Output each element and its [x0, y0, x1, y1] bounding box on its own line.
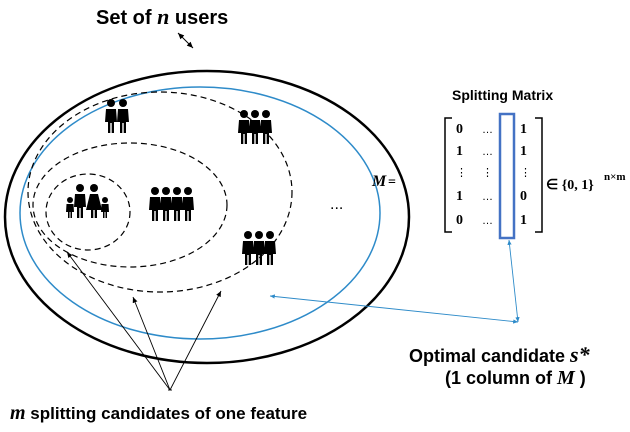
matrix-title: Splitting Matrix: [452, 87, 554, 103]
title-prefix: Set of: [96, 7, 158, 29]
matrix-cell-r2-c1: 1: [456, 144, 463, 159]
matrix-superscript: n×m: [604, 171, 626, 183]
matrix-cell-r4-c2: …: [482, 191, 493, 203]
matrix-cell-r3-c3: ⋮: [520, 167, 531, 179]
matrix-cell-r4-c3: 0: [520, 189, 527, 204]
group-of-four-icon: [149, 187, 194, 221]
optimal-variable: s*: [570, 342, 590, 367]
matrix-cell-r4-c1: 1: [456, 189, 463, 204]
couple-icon: [105, 99, 129, 133]
optimal-label-text: Optimal candidate: [409, 346, 571, 366]
optimal-arrows: [269, 239, 520, 324]
group-of-three-icon: [242, 231, 276, 265]
candidates-variable: m: [10, 402, 26, 424]
title-variable: n: [157, 4, 170, 29]
candidate-ellipse-small: [45, 173, 131, 251]
title-pointer-arrow: [177, 32, 194, 49]
candidate-arrows: [66, 251, 222, 391]
optimal-sublabel-suffix: ): [574, 368, 586, 388]
candidates-label: m splitting candidates of one feature: [10, 402, 307, 425]
title-suffix: users: [169, 7, 229, 29]
user-set-ellipse: [3, 69, 411, 365]
optimal-candidate-sublabel: (1 column of M ): [445, 367, 586, 390]
matrix-equals: =: [388, 175, 396, 190]
optimal-column-highlight: [498, 112, 516, 240]
more-groups-ellipsis: ...: [330, 196, 344, 213]
diagram-title: Set of n users: [96, 4, 228, 30]
matrix-cell-r2-c2: …: [482, 146, 493, 158]
candidates-text: splitting candidates of one feature: [25, 404, 308, 423]
matrix-cell-r5-c3: 1: [520, 213, 527, 228]
optimal-sublabel-prefix: (1 column of: [445, 368, 557, 388]
matrix-cell-r3-c1: ⋮: [456, 167, 467, 179]
matrix-cell-r1-c1: 0: [456, 122, 463, 137]
matrix-cell-r1-c2: …: [482, 124, 493, 136]
candidate-ellipse-medium: [32, 142, 228, 268]
family-icon: [66, 184, 109, 218]
matrix-name: M: [371, 173, 387, 190]
matrix-cell-r1-c3: 1: [520, 122, 527, 137]
matrix-cell-r5-c2: …: [482, 215, 493, 227]
optimal-candidate-ellipse: [19, 86, 381, 340]
group-of-three-icon: [238, 110, 272, 144]
optimal-sublabel-variable: M: [557, 367, 575, 389]
optimal-candidate-label: Optimal candidate s*: [409, 342, 590, 368]
matrix-set: ∈ {0, 1}: [546, 178, 594, 193]
matrix-cell-r2-c3: 1: [520, 144, 527, 159]
candidate-ellipse-large: [27, 91, 293, 293]
splitting-matrix: M = 0 … 1 1 … 1 ⋮ ⋮ ⋮ 1 … 0 0 … 1 ∈ {0, 1} n×m: [371, 112, 626, 240]
matrix-left-bracket: [444, 117, 452, 233]
matrix-right-bracket: [535, 117, 543, 233]
matrix-cell-r5-c1: 0: [456, 213, 463, 228]
matrix-cell-r3-c2: ⋮: [482, 167, 493, 179]
